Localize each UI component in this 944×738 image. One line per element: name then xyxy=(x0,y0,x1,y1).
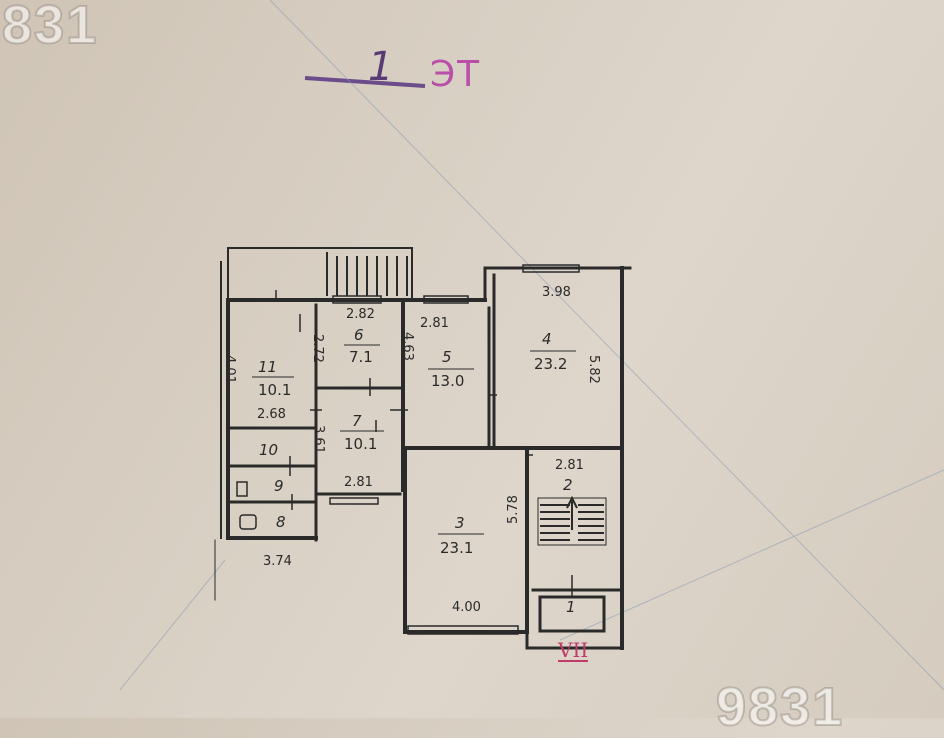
dim-r11-length: 4.01 xyxy=(222,355,237,384)
room-5-number: 5 xyxy=(442,348,452,366)
dim-r4-width: 3.98 xyxy=(542,285,571,300)
room-7-number: 7 xyxy=(352,412,362,430)
dimension-labels: 3.98 5.82 2.81 4.63 2.82 2.72 4.01 2.68 … xyxy=(222,285,601,615)
room-1-number: 1 xyxy=(566,598,576,616)
room-11-area: 10.1 xyxy=(258,381,291,399)
room-6-number: 6 xyxy=(354,326,364,344)
room-11-number: 11 xyxy=(258,358,277,376)
section-mark: VII xyxy=(558,638,589,662)
room-3-number: 3 xyxy=(455,514,465,532)
construction-lines xyxy=(119,0,944,691)
room-10-number: 10 xyxy=(259,441,278,459)
room-8-number: 8 xyxy=(276,513,286,531)
dim-r5-width: 2.81 xyxy=(420,316,449,331)
pencil-arrow-stroke xyxy=(304,76,426,88)
staircase xyxy=(537,495,607,546)
dim-r6-length: 2.72 xyxy=(310,334,325,363)
floor-label: ЭТ xyxy=(430,54,482,95)
windows xyxy=(329,264,580,635)
room-2-number: 2 xyxy=(563,476,573,494)
room-6-area: 7.1 xyxy=(349,348,373,366)
room-5-area: 13.0 xyxy=(431,372,464,390)
dim-r3-length: 5.78 xyxy=(506,495,521,524)
dim-r6-width: 2.82 xyxy=(346,307,375,322)
sanitary-fixtures xyxy=(236,481,257,530)
dim-r7-width: 2.81 xyxy=(344,475,373,490)
door-marks xyxy=(275,290,573,596)
room-4-number: 4 xyxy=(542,330,552,348)
room-7-area: 10.1 xyxy=(344,435,377,453)
dim-r4-length: 5.82 xyxy=(586,355,601,384)
floor-plan: 1 2 3 23.1 4 23.2 5 13.0 6 7.1 7 10.1 8 … xyxy=(119,0,944,691)
floor-number: 1 xyxy=(368,44,394,90)
room-9-number: 9 xyxy=(274,477,284,495)
dim-r2-width: 2.81 xyxy=(555,458,584,473)
balcony-stair-hatch xyxy=(326,252,408,296)
room-3-area: 23.1 xyxy=(440,539,473,557)
watermark-top-left: 831 xyxy=(1,0,99,56)
dim-r7-length: 3.61 xyxy=(311,425,326,454)
dim-r11-width: 2.68 xyxy=(257,407,286,422)
dim-bottom-left: 3.74 xyxy=(263,554,292,569)
dim-r5-length: 4.63 xyxy=(400,332,415,361)
walls xyxy=(214,247,632,650)
room-labels: 1 2 3 23.1 4 23.2 5 13.0 6 7.1 7 10.1 8 … xyxy=(252,326,576,616)
dim-r3-width: 4.00 xyxy=(452,600,481,615)
room-4-area: 23.2 xyxy=(534,355,567,373)
